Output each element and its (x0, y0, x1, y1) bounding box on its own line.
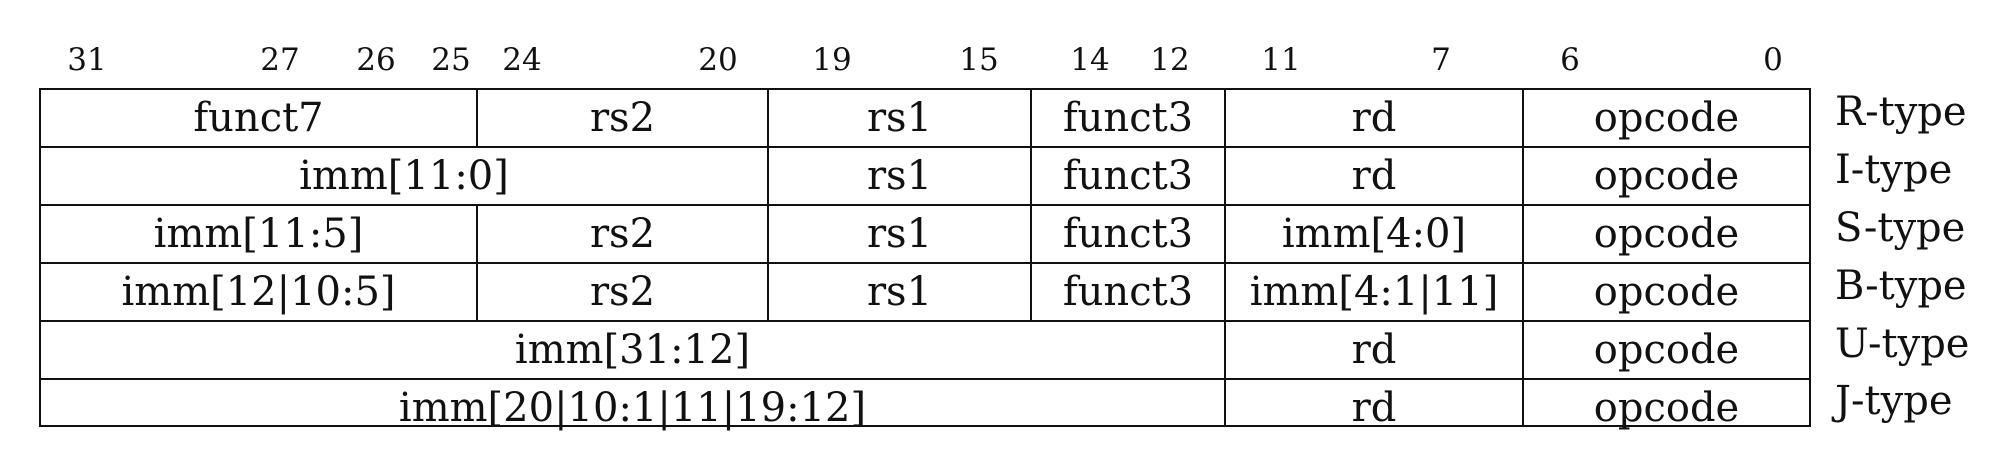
field-cell: rs2 (589, 95, 656, 141)
bit-label: 7 (1431, 42, 1451, 78)
format-row-b-type: imm[12|10:5] rs2 rs1 funct3 imm[4:1|11] … (41, 264, 1809, 320)
field-divider (1224, 148, 1226, 204)
format-type-label: R-type (1835, 89, 1967, 135)
field-divider (767, 148, 769, 204)
field-cell: imm[4:0] (1281, 211, 1467, 257)
field-cell: funct3 (1062, 95, 1194, 141)
row-divider (41, 204, 1809, 206)
bit-label: 15 (959, 42, 999, 78)
field-cell: rs1 (866, 153, 933, 199)
field-divider (1522, 264, 1524, 320)
field-divider (1030, 264, 1032, 320)
field-cell: funct3 (1062, 269, 1194, 315)
bit-label: 25 (431, 42, 471, 78)
format-row-j-type: imm[20|10:1|11|19:12] rd opcode (41, 369, 1809, 431)
field-cell: imm[31:12] (514, 327, 751, 373)
field-cell: imm[11:0] (299, 153, 509, 199)
field-divider (1030, 148, 1032, 204)
bit-label: 26 (356, 42, 396, 78)
bit-label: 19 (812, 42, 852, 78)
bit-label: 20 (698, 42, 738, 78)
row-divider (41, 146, 1809, 148)
bit-label: 6 (1560, 42, 1580, 78)
field-divider (1224, 322, 1226, 378)
bit-label: 0 (1763, 42, 1783, 78)
field-divider (1522, 380, 1524, 425)
row-divider (41, 320, 1809, 322)
format-type-label: I-type (1835, 147, 1953, 193)
field-cell: rs1 (866, 211, 933, 257)
field-cell: opcode (1593, 153, 1740, 199)
field-divider (1224, 90, 1226, 146)
bit-label: 31 (67, 42, 107, 78)
field-divider (1522, 322, 1524, 378)
field-cell: opcode (1593, 211, 1740, 257)
field-cell: opcode (1593, 385, 1740, 431)
field-cell: funct7 (193, 95, 324, 141)
field-cell: imm[4:1|11] (1249, 269, 1499, 315)
field-cell: imm[12|10:5] (121, 269, 396, 315)
format-type-label: U-type (1835, 321, 1970, 367)
format-row-s-type: imm[11:5] rs2 rs1 funct3 imm[4:0] opcode (41, 206, 1809, 262)
format-row-u-type: imm[31:12] rd opcode (41, 322, 1809, 378)
field-cell: rs2 (589, 269, 656, 315)
field-divider (1224, 264, 1226, 320)
bit-label: 24 (502, 42, 542, 78)
field-cell: opcode (1593, 327, 1740, 373)
field-divider (767, 90, 769, 146)
row-divider (41, 378, 1809, 380)
format-row-r-type: funct7 rs2 rs1 funct3 rd opcode (41, 90, 1809, 146)
instruction-format-table: funct7 rs2 rs1 funct3 rd opcode imm[11:0… (39, 88, 1811, 431)
field-cell: rs1 (866, 269, 933, 315)
field-cell: funct3 (1062, 211, 1194, 257)
field-divider (1224, 206, 1226, 262)
field-divider (1224, 380, 1226, 425)
bit-label: 11 (1261, 42, 1301, 78)
field-divider (476, 90, 478, 146)
format-type-label: J-type (1835, 378, 1953, 424)
format-type-label: S-type (1835, 205, 1966, 251)
field-divider (1522, 90, 1524, 146)
field-cell: imm[11:5] (153, 211, 364, 257)
field-divider (476, 264, 478, 320)
field-divider (767, 206, 769, 262)
field-cell: rs2 (589, 211, 656, 257)
field-cell: rs1 (866, 95, 933, 141)
field-cell: rd (1351, 153, 1397, 199)
format-type-label: B-type (1835, 263, 1967, 309)
bit-label: 12 (1150, 42, 1190, 78)
field-cell: rd (1351, 385, 1397, 431)
field-cell: rd (1351, 95, 1397, 141)
field-divider (1030, 206, 1032, 262)
bit-label: 27 (260, 42, 300, 78)
field-cell: rd (1351, 327, 1397, 373)
field-divider (1522, 148, 1524, 204)
field-divider (1522, 206, 1524, 262)
format-row-i-type: imm[11:0] rs1 funct3 rd opcode (41, 148, 1809, 204)
field-cell: imm[20|10:1|11|19:12] (398, 385, 867, 431)
field-cell: opcode (1593, 95, 1740, 141)
field-divider (1030, 90, 1032, 146)
field-divider (476, 206, 478, 262)
bit-label: 14 (1070, 42, 1110, 78)
row-divider (41, 262, 1809, 264)
field-cell: opcode (1593, 269, 1740, 315)
field-cell: funct3 (1062, 153, 1194, 199)
field-divider (767, 264, 769, 320)
